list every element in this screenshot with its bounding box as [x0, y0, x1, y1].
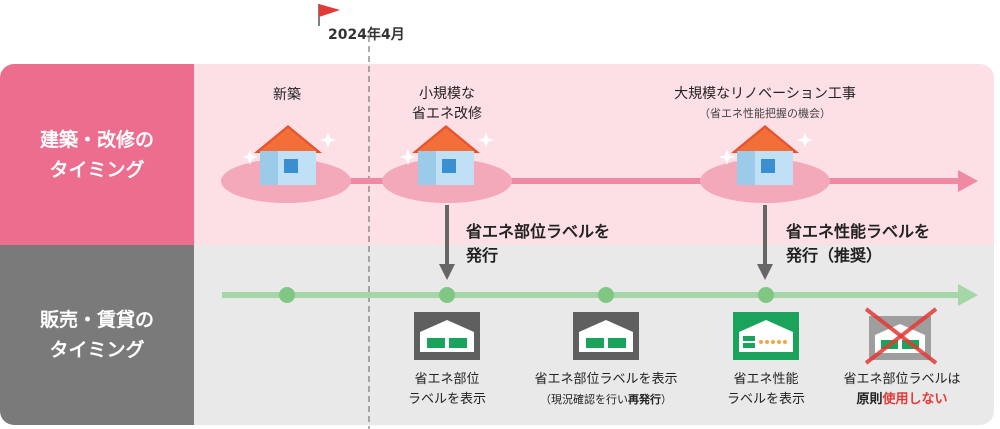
construction-label-line2: タイミング: [49, 158, 145, 181]
caption1-line2: ラベルを表示: [407, 392, 486, 407]
event-large-reno: 大規模なリノベーション工事 （省エネ性能把握の機会）: [635, 84, 895, 124]
perf-label-issue-line2: 発行（推奨）: [786, 246, 883, 265]
sales-label-line1: 販売・賃貸の: [39, 309, 154, 331]
caption1-line1: 省エネ部位: [414, 372, 480, 387]
label-card-icon: [733, 312, 799, 360]
label-card-icon: [414, 312, 480, 360]
sparkle-icon: [478, 132, 494, 148]
caption3-line1: 省エネ性能: [733, 372, 799, 387]
event-small-reno: 小規模な 省エネ改修: [385, 84, 509, 124]
caption2-line2: （現況確認を行い再発行）: [516, 390, 696, 410]
house-icon: [254, 125, 322, 185]
caption2-line2a: （現況確認を行い: [540, 393, 628, 406]
flag-icon: [318, 4, 340, 26]
event-small-reno-line1: 小規模な: [419, 86, 475, 102]
construction-timeline-arrowhead: [958, 170, 978, 192]
cross-icon: [864, 307, 938, 365]
construction-lane: [194, 64, 994, 245]
event-large-reno-line1: 大規模なリノベーション工事: [674, 86, 856, 102]
event-small-reno-line2: 省エネ改修: [412, 106, 482, 122]
perf-label-issue-line1: 省エネ性能ラベルを: [786, 222, 931, 241]
event-new-build: 新築: [273, 87, 301, 103]
sales-label-line2: タイミング: [49, 339, 145, 361]
caption4-not-used: 使用しない: [882, 392, 948, 407]
caption-part-label-not-used: 省エネ部位ラベルは 原則使用しない: [832, 370, 972, 410]
caption4-line2: 原則使用しない: [832, 390, 972, 410]
part-label-issue-line1: 省エネ部位ラベルを: [466, 222, 611, 241]
construction-label-line1: 建築・改修の: [39, 128, 154, 151]
house-icon: [412, 125, 480, 185]
construction-lane-label: 建築・改修の タイミング: [0, 64, 194, 245]
caption4-principle: 原則: [856, 392, 883, 407]
event-large-reno-line2: （省エネ性能把握の機会）: [699, 107, 831, 120]
sales-timeline-arrowhead: [958, 284, 978, 306]
sales-dot: [279, 287, 295, 303]
sales-dot: [439, 287, 455, 303]
caption4-line1: 省エネ部位ラベルは: [843, 372, 961, 387]
caption-perf-label-display: 省エネ性能 ラベルを表示: [706, 370, 826, 410]
date-label: 2024年4月: [328, 27, 405, 43]
date-flag: [316, 2, 346, 26]
caption-part-label-display: 省エネ部位 ラベルを表示: [387, 370, 507, 410]
caption2-line2c: ）: [661, 393, 672, 406]
sparkle-icon: [320, 132, 336, 148]
house-icon: [731, 125, 799, 185]
caption2-line1: 省エネ部位ラベルを表示: [534, 372, 678, 387]
label-card-icon: [573, 312, 639, 360]
part-label-issue-line2: 発行: [466, 246, 499, 265]
caption3-line2: ラベルを表示: [726, 392, 805, 407]
part-label-issue: 省エネ部位ラベルを 発行: [466, 220, 610, 268]
caption-part-label-redisplay: 省エネ部位ラベルを表示 （現況確認を行い再発行）: [516, 370, 696, 410]
sales-lane-label: 販売・賃貸の タイミング: [0, 245, 194, 425]
caption2-reissue: 再発行: [628, 393, 661, 406]
sparkle-icon: [797, 132, 813, 148]
sales-dot: [758, 287, 774, 303]
perf-label-issue: 省エネ性能ラベルを 発行（推奨）: [786, 220, 930, 268]
sales-dot: [598, 287, 614, 303]
